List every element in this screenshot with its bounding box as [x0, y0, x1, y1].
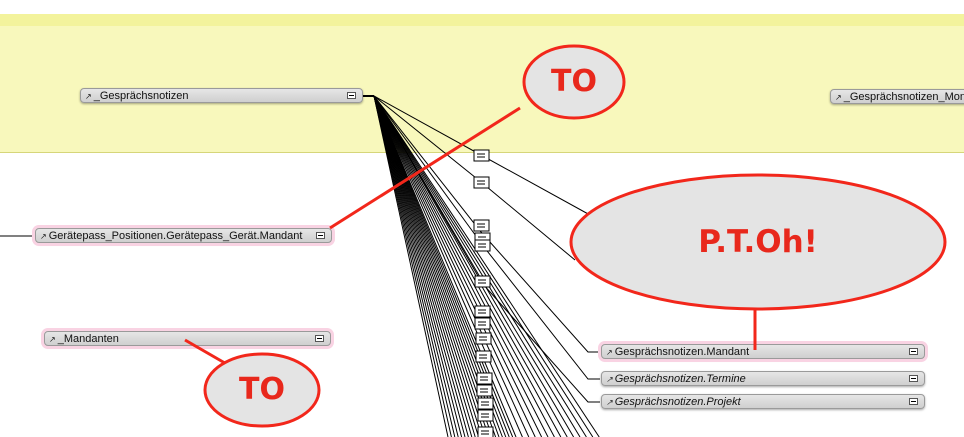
table-occurrence-gn-termine[interactable]: ↗Gesprächsnotizen.Termine	[601, 371, 925, 386]
relationship-line	[373, 95, 456, 437]
table-label: _Gesprächsnotizen	[93, 90, 189, 102]
relationship-equals-icon	[476, 384, 493, 397]
collapse-icon[interactable]	[909, 348, 918, 355]
collapse-icon[interactable]	[909, 375, 918, 382]
table-label: Gesprächsnotizen.Projekt	[614, 396, 741, 408]
callout-bubble-top	[522, 44, 626, 120]
relationship-line	[373, 95, 587, 437]
relationship-equals-icon	[475, 350, 492, 363]
table-label: Gerätepass_Positionen.Gerätepass_Gerät.M…	[48, 230, 303, 242]
relationship-line	[373, 95, 473, 437]
callout-pointer-top	[329, 106, 521, 230]
relationship-line	[373, 95, 530, 437]
relationship-line	[373, 95, 493, 437]
relationship-line	[373, 95, 483, 437]
table-label: Gesprächsnotizen.Termine	[614, 373, 746, 385]
table-label: _Mandanten	[57, 333, 119, 345]
table-occurrence-gn-mandant[interactable]: ↗Gesprächsnotizen.Mandant	[601, 344, 925, 359]
relationship-line	[373, 95, 486, 437]
collapse-icon[interactable]	[909, 398, 918, 405]
table-label: _Gesprächsnotizen_Monta	[843, 91, 964, 103]
relationship-line	[373, 95, 600, 403]
relationship-line	[373, 95, 568, 437]
table-occurrence-mandanten[interactable]: ↗_Mandanten	[44, 331, 331, 346]
table-occurrence-gespraechsnotizen[interactable]: ↗_Gesprächsnotizen	[80, 88, 363, 103]
relationship-equals-icon	[477, 397, 494, 410]
relationship-line	[373, 95, 497, 437]
relationship-line	[373, 95, 575, 437]
table-group-header	[0, 14, 964, 26]
relationship-line	[373, 95, 562, 437]
relationship-line	[373, 95, 543, 437]
alias-arrow-icon: ↗	[40, 232, 47, 241]
alias-arrow-icon: ↗	[835, 93, 842, 102]
relationship-equals-icon	[473, 219, 490, 232]
table-occurrence-geraetepass[interactable]: ↗Gerätepass_Positionen.Gerätepass_Gerät.…	[35, 228, 332, 243]
callout-bubble-bottom	[203, 352, 321, 428]
relationship-line	[373, 95, 480, 437]
collapse-icon[interactable]	[315, 335, 324, 342]
relationship-line	[373, 95, 536, 437]
relationship-equals-icon	[473, 149, 490, 162]
alias-arrow-icon: ↗	[49, 335, 56, 344]
collapse-icon[interactable]	[316, 232, 325, 239]
relationship-line	[373, 95, 476, 437]
table-occurrence-gn-montage[interactable]: ↗_Gesprächsnotizen_Monta	[830, 89, 964, 104]
relationship-equals-icon	[474, 305, 491, 318]
relationship-line	[373, 95, 466, 437]
relationship-line	[373, 95, 549, 437]
table-label: Gesprächsnotizen.Mandant	[614, 346, 750, 358]
relationship-line	[373, 95, 600, 380]
callout-bubble-ptoh	[569, 173, 947, 311]
callout-pointer-bottom	[184, 338, 231, 368]
callout-text-bottom: TO	[239, 372, 285, 407]
alias-arrow-icon: ↗	[606, 375, 613, 384]
relationship-equals-icon	[474, 275, 491, 288]
relationship-line	[373, 95, 459, 437]
relationship-line	[373, 95, 600, 353]
alias-arrow-icon: ↗	[606, 348, 613, 357]
relationship-equals-icon	[476, 372, 493, 385]
callout-text-top: TO	[551, 64, 597, 99]
relationship-line	[373, 95, 594, 437]
table-occurrence-gn-projekt[interactable]: ↗Gesprächsnotizen.Projekt	[601, 394, 925, 409]
relationship-equals-icon	[477, 409, 494, 422]
relationship-equals-icon	[474, 239, 491, 252]
relationship-equals-icon	[475, 332, 492, 345]
collapse-icon[interactable]	[347, 92, 356, 99]
alias-arrow-icon: ↗	[606, 398, 613, 407]
relationship-line	[373, 95, 452, 437]
relationship-equals-icon	[477, 426, 494, 437]
relationship-line	[373, 95, 449, 437]
relationship-line	[373, 95, 490, 437]
relationship-line	[373, 95, 469, 437]
relationship-line	[373, 95, 581, 437]
relationship-line	[373, 95, 600, 437]
relationship-line	[373, 95, 463, 437]
relationship-equals-icon	[473, 176, 490, 189]
relationship-line	[373, 95, 523, 437]
callout-text-ptoh: P.T.Oh!	[698, 224, 818, 260]
relationship-line	[373, 95, 555, 437]
alias-arrow-icon: ↗	[85, 92, 92, 101]
relationship-equals-icon	[474, 317, 491, 330]
